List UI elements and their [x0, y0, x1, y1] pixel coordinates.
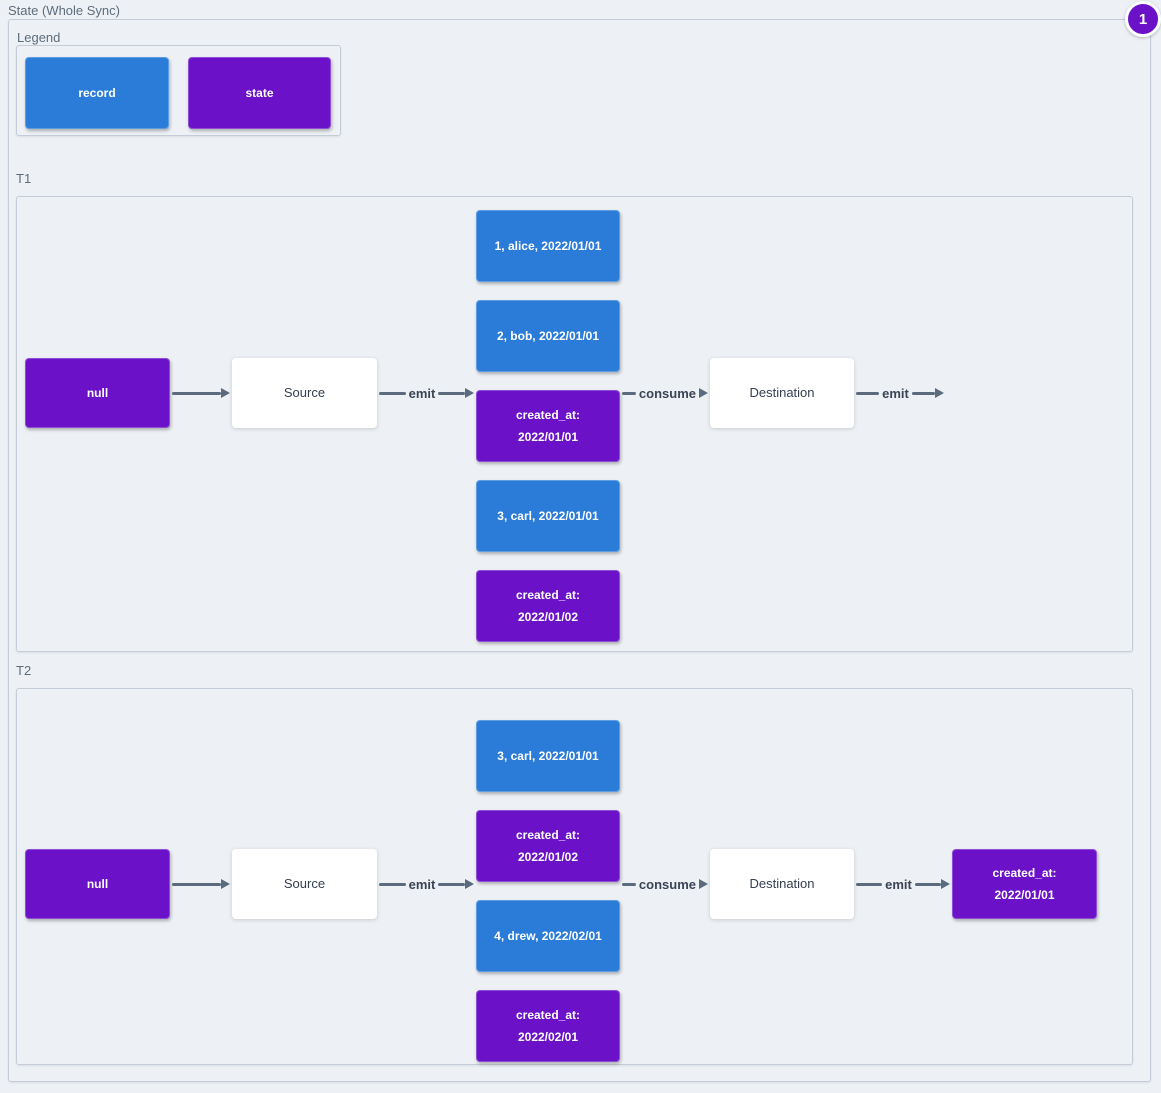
outer-group-box: [8, 19, 1151, 1082]
t1-stack-item: 2, bob, 2022/01/01: [476, 300, 620, 372]
arrow-line: [438, 882, 466, 886]
arrowhead-icon: [935, 388, 945, 398]
t1-stack-item: 1, alice, 2022/01/01: [476, 210, 620, 282]
arrow-line: [622, 882, 636, 886]
arrow-line: [914, 882, 942, 886]
t2-destination-node: Destination: [710, 849, 854, 919]
arrow-label: emit: [408, 876, 436, 892]
t1-label: T1: [16, 171, 32, 186]
arrow-label: emit: [408, 385, 436, 401]
t2-stack-item: created_at: 2022/02/01: [476, 990, 620, 1062]
t2-stack-item: 4, drew, 2022/02/01: [476, 900, 620, 972]
legend-box: [16, 45, 341, 136]
t1-destination-node: Destination: [710, 358, 854, 428]
arrow-line: [856, 882, 883, 886]
t1-arrow-emit-in: emit: [379, 381, 475, 405]
t2-label: T2: [16, 663, 32, 678]
t2-stack-item: 3, carl, 2022/01/01: [476, 720, 620, 792]
arrowhead-icon: [699, 879, 708, 889]
t2-null-node: null: [25, 849, 170, 919]
arrow-line: [438, 391, 466, 395]
arrow-line: [911, 391, 936, 395]
arrowhead-icon: [221, 388, 230, 398]
t2-arrow-null-to-source: [172, 872, 230, 896]
t1-arrow-null-to-source: [172, 381, 230, 405]
t2-arrow-emit-out: emit: [856, 872, 951, 896]
arrow-line: [172, 391, 221, 395]
t2-arrow-consume: consume: [622, 872, 708, 896]
annotation-badge[interactable]: 1: [1125, 1, 1161, 37]
arrow-label: emit: [885, 876, 912, 892]
t1-arrow-consume: consume: [622, 381, 708, 405]
arrowhead-icon: [941, 879, 951, 889]
arrowhead-icon: [221, 879, 230, 889]
t1-stack-item: 3, carl, 2022/01/01: [476, 480, 620, 552]
t2-output-state-node: created_at: 2022/01/01: [952, 849, 1097, 919]
t1-group-box: [16, 196, 1133, 652]
arrowhead-icon: [699, 388, 708, 398]
t2-stack-item: created_at: 2022/01/02: [476, 810, 620, 882]
t1-null-node: null: [25, 358, 170, 428]
legend-swatch-state: state: [188, 57, 331, 129]
t1-stack-item: created_at: 2022/01/01: [476, 390, 620, 462]
arrow-line: [379, 391, 406, 395]
arrow-label: consume: [638, 876, 696, 892]
t2-arrow-emit-in: emit: [379, 872, 475, 896]
arrow-label: consume: [638, 385, 696, 401]
arrow-line: [856, 391, 880, 395]
legend-label: Legend: [17, 30, 61, 45]
t1-arrow-emit-out: emit: [856, 381, 945, 405]
arrow-line: [622, 391, 636, 395]
arrow-line: [379, 882, 406, 886]
arrowhead-icon: [465, 388, 475, 398]
arrowhead-icon: [465, 879, 475, 889]
t1-source-node: Source: [232, 358, 377, 428]
t2-source-node: Source: [232, 849, 377, 919]
t2-group-box: [16, 688, 1133, 1065]
arrow-line: [172, 882, 221, 886]
t1-stack-item: created_at: 2022/01/02: [476, 570, 620, 642]
arrow-label: emit: [882, 385, 909, 401]
diagram-title: State (Whole Sync): [8, 3, 120, 18]
legend-swatch-record: record: [25, 57, 169, 129]
